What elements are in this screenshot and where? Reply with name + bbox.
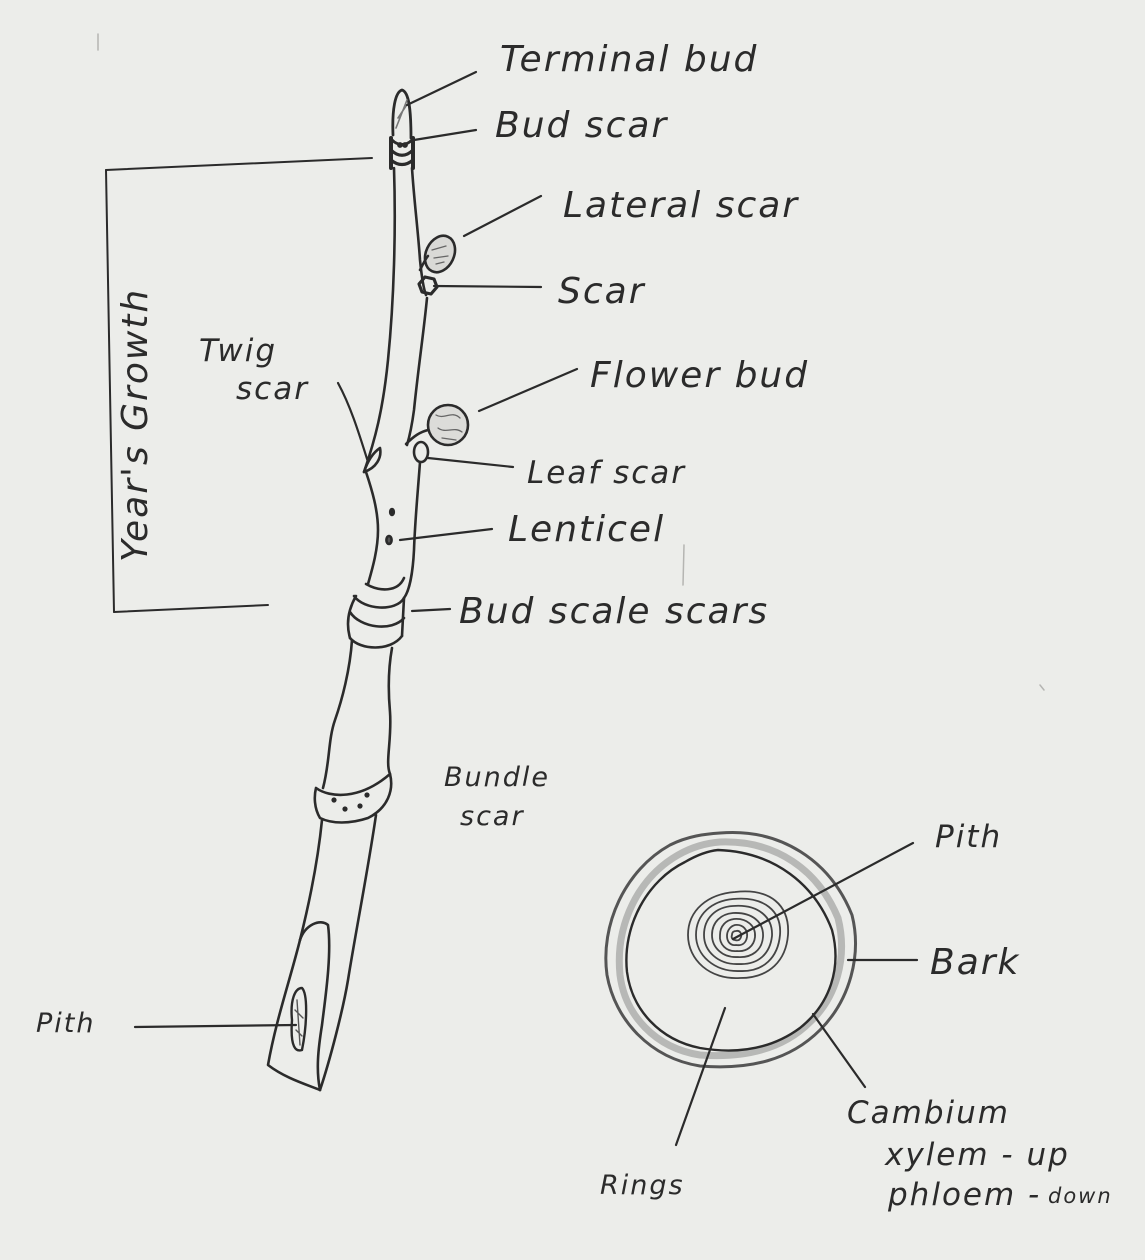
paper-marks	[97, 33, 1045, 691]
label-cross-section-pith: Pith	[935, 819, 1003, 855]
label-twig-pith: Pith	[36, 1008, 96, 1039]
label-bark: Bark	[930, 942, 1021, 983]
growth-rings-icon	[687, 890, 789, 979]
label-flower-bud: Flower bud	[590, 355, 810, 396]
label-cambium: Cambium	[847, 1095, 1010, 1131]
stem-cross-section-icon	[604, 830, 857, 1069]
label-lateral-scar: Lateral scar	[563, 185, 800, 226]
leader-lines	[133, 70, 579, 1029]
label-scar: Scar	[558, 271, 646, 312]
label-bud-scale-scars: Bud scale scars	[459, 591, 770, 632]
label-twig-scar-line2: scar	[236, 371, 309, 407]
label-bundle-scar-line1: Bundle	[444, 762, 550, 793]
twig-outline-icon	[266, 88, 429, 1092]
label-twig-scar-line1: Twig	[199, 333, 278, 369]
label-phloem-prefix: phloem -	[888, 1177, 1042, 1213]
cross-section-leader-lines	[674, 841, 919, 1147]
lateral-bud-icon	[418, 234, 457, 274]
label-bundle-scar-line2: scar	[460, 801, 525, 832]
leaf-scar-icon	[412, 440, 430, 464]
flower-bud-icon	[404, 403, 470, 447]
label-phloem-down: down	[1048, 1184, 1113, 1208]
label-terminal-bud: Terminal bud	[500, 39, 759, 80]
label-bud-scar: Bud scar	[495, 105, 669, 146]
label-leaf-scar: Leaf scar	[527, 455, 687, 491]
label-years-growth: Year's Growth	[115, 287, 156, 562]
years-growth-bracket	[105, 157, 373, 613]
label-xylem-up: xylem - up	[885, 1137, 1070, 1173]
label-lenticel: Lenticel	[508, 509, 666, 550]
lenticel-icon	[385, 507, 396, 546]
label-rings: Rings	[600, 1170, 685, 1201]
